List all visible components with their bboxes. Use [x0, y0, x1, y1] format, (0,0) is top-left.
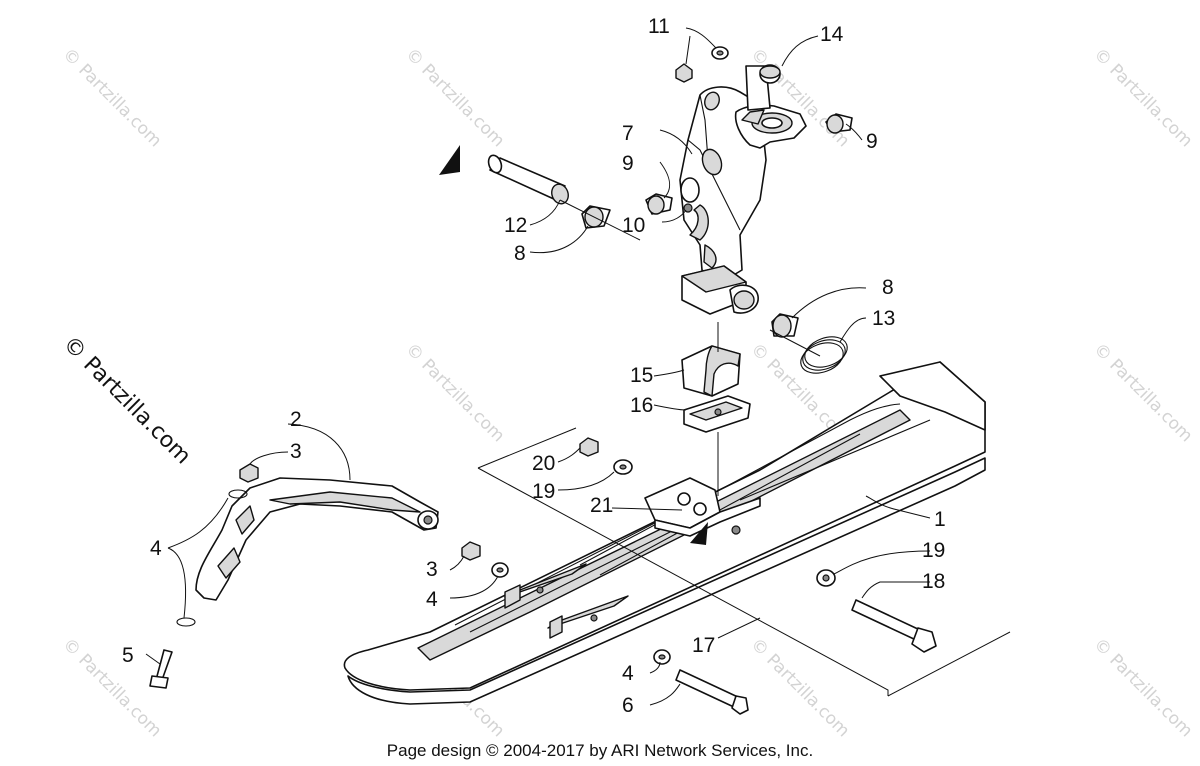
assembly-outline: [477, 427, 1011, 697]
callout-11: 11: [648, 15, 670, 38]
watermark-text: © Partzilla.com: [58, 44, 165, 151]
watermark-text: © Partzilla.com: [401, 339, 508, 446]
callout-17: 17: [692, 634, 715, 657]
watermark-group: © Partzilla.com © Partzilla.com © Partzi…: [58, 44, 1197, 741]
watermark-text: © Partzilla.com: [1089, 339, 1196, 446]
ski-bolt-hole: [693, 502, 707, 516]
callout-14: 14: [820, 23, 844, 46]
callout-19: 19: [532, 480, 555, 503]
footer-copyright: Page design © 2004-2017 by ARI Network S…: [387, 741, 813, 760]
ski-bolt-hole: [677, 492, 691, 506]
watermark-text: © Partzilla.com: [746, 634, 853, 741]
callout-8: 8: [882, 276, 894, 299]
reference-arrow-icon: [439, 145, 460, 175]
pad-16: [683, 395, 751, 433]
watermark-text: © Partzilla.com: [1089, 634, 1196, 741]
callout-3: 3: [290, 440, 302, 463]
callout-13: 13: [872, 307, 895, 330]
callout-5: 5: [122, 644, 134, 667]
ski: [343, 361, 986, 705]
callout-16: 16: [630, 394, 653, 417]
watermark-text: © Partzilla.com: [1089, 44, 1196, 151]
callout-2: 2: [290, 408, 302, 431]
bushings-8: [581, 205, 799, 338]
callout-21: 21: [590, 494, 613, 517]
callout-19: 19: [922, 539, 945, 562]
nut-11: [675, 46, 729, 83]
nut-20: [579, 437, 633, 475]
pin-12: [439, 145, 569, 205]
callout-7: 7: [622, 122, 634, 145]
watermark-main: © Partzilla.com: [58, 332, 196, 470]
callout-3: 3: [426, 558, 438, 581]
callout-4: 4: [426, 588, 438, 611]
callout-8: 8: [514, 242, 526, 265]
callout-9: 9: [622, 152, 634, 175]
callout-18: 18: [922, 570, 945, 593]
callout-10: 10: [622, 214, 645, 237]
callout-4: 4: [150, 537, 162, 560]
reference-arrow-icon: [690, 522, 708, 545]
bolt-18: [816, 569, 937, 653]
block-15: [681, 345, 741, 397]
callouts: 11 14 7 9 9 10 12 8 8 13 15 16 20 19 21 …: [122, 15, 946, 717]
callout-1: 1: [934, 508, 946, 531]
nut-3: [461, 541, 509, 578]
watermark-text: © Partzilla.com: [58, 634, 165, 741]
callout-4: 4: [622, 662, 634, 685]
cap-14: [759, 64, 781, 84]
spring-13: [800, 336, 848, 374]
callout-20: 20: [532, 452, 555, 475]
callout-15: 15: [630, 364, 653, 387]
bolt-5: [149, 649, 173, 689]
callout-12: 12: [504, 214, 527, 237]
handle: [176, 463, 439, 627]
leader-lines: [145, 27, 931, 706]
watermark-text: © Partzilla.com: [401, 44, 508, 151]
bolt-6: [653, 649, 749, 715]
callout-9: 9: [866, 130, 878, 153]
callout-6: 6: [622, 694, 634, 717]
bushings-9: [645, 113, 853, 215]
spindle: [679, 65, 807, 315]
